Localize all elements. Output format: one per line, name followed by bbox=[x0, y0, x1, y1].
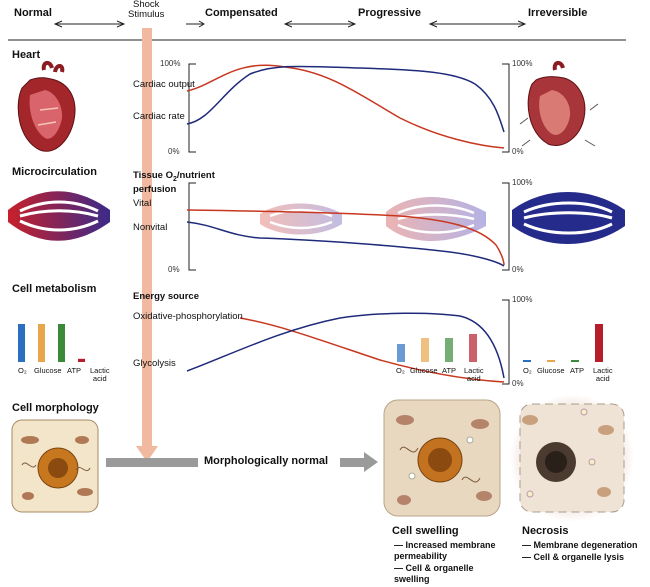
phase-compensated: Compensated bbox=[205, 7, 278, 19]
irreversible-atp-bar bbox=[571, 360, 579, 362]
necrosis-title: Necrosis bbox=[522, 525, 569, 537]
congested-microvasculature-illustration bbox=[512, 192, 625, 244]
swollen-cell-illustration bbox=[383, 399, 501, 517]
micro-scale-bottom-right: 0% bbox=[512, 265, 524, 274]
perfusion-subtitle-line2: perfusion bbox=[133, 184, 177, 195]
compensated-microvasculature-illustration bbox=[260, 203, 342, 235]
normal-cell-illustration bbox=[11, 419, 99, 513]
shock-stimulus-arrowhead bbox=[136, 446, 158, 462]
cardiac-output-label: Cardiac output bbox=[133, 79, 195, 90]
normal-microvasculature-illustration bbox=[8, 191, 110, 241]
oxidative-phosphorylation-curve bbox=[239, 317, 505, 383]
phase-arrows bbox=[53, 20, 527, 28]
nonvital-label: Nonvital bbox=[133, 222, 168, 233]
irreversible-lactic-acid-bar bbox=[595, 324, 603, 362]
cardiac-output-curve bbox=[186, 64, 505, 149]
glycolysis-label: Glycolysis bbox=[133, 358, 176, 369]
progressive-bar-label-o2: O₂ bbox=[396, 366, 405, 375]
progressive-bar-label-atp: ATP bbox=[442, 366, 457, 375]
progressive-glucose-bar bbox=[421, 338, 429, 362]
heart-section-title: Heart bbox=[12, 49, 41, 61]
necrosis-bullet-2: — Cell & organelle lysis bbox=[522, 552, 625, 562]
heart-scale-bottom-left: 0% bbox=[168, 147, 180, 156]
vital-perfusion-curve bbox=[186, 209, 505, 266]
progressive-microvasculature-illustration bbox=[386, 197, 486, 241]
shock-stimulus-label: Shock Stimulus bbox=[128, 0, 165, 21]
normal-lactic-acid-bar bbox=[78, 358, 85, 362]
necrosis-bullet-1: — Membrane degeneration bbox=[522, 540, 638, 550]
progressive-o2-bar bbox=[397, 344, 405, 362]
irreversible-bar-label-glucose: Glucose bbox=[537, 366, 565, 375]
normal-bar-label-glucose: Glucose bbox=[34, 366, 62, 375]
progressive-metabolite-bars bbox=[397, 334, 477, 362]
heart-scale-top-right: 100% bbox=[512, 59, 533, 68]
perfusion-subtitle: Tissue O2/nutrient bbox=[133, 171, 215, 183]
irreversible-glucose-bar bbox=[547, 360, 555, 362]
metabolism-scale-bottom-right: 0% bbox=[512, 379, 524, 388]
energy-source-subtitle: Energy source bbox=[133, 291, 199, 302]
progressive-lactic-acid-bar bbox=[469, 334, 477, 362]
microcirculation-section-title: Microcirculation bbox=[12, 166, 97, 178]
cell-swelling-bullet-1: — Increased membrane permeability bbox=[394, 540, 496, 562]
vital-label: Vital bbox=[133, 198, 152, 209]
normal-heart-illustration bbox=[17, 61, 76, 152]
micro-scale-bottom-left: 0% bbox=[168, 265, 180, 274]
morphology-arrow-shaft-left bbox=[106, 458, 198, 467]
normal-bar-label-atp: ATP bbox=[67, 366, 82, 375]
morphologically-normal-label: Morphologically normal bbox=[204, 455, 329, 467]
morphology-section-title: Cell morphology bbox=[12, 402, 99, 414]
perfusion-subtitle-part2: /nutrient bbox=[176, 170, 215, 181]
phase-irreversible: Irreversible bbox=[528, 7, 588, 19]
metabolism-scale-top-right: 100% bbox=[512, 295, 533, 304]
cell-swelling-bullet-2: — Cell & organelle swelling bbox=[394, 563, 474, 585]
normal-bar-label-lactic: Lactic acid bbox=[90, 366, 110, 384]
irreversible-metabolite-bars bbox=[523, 324, 603, 362]
perfusion-subtitle-part1: Tissue O bbox=[133, 170, 173, 181]
heart-chart-axis bbox=[188, 63, 510, 153]
heart-scale-top-left: 100% bbox=[160, 59, 181, 68]
progressive-atp-bar bbox=[445, 338, 453, 362]
heart-scale-bottom-right: 0% bbox=[512, 147, 524, 156]
oxidative-phosphorylation-label: Oxidative-phosphorylation bbox=[133, 311, 243, 322]
metabolism-section-title: Cell metabolism bbox=[12, 283, 97, 295]
progressive-bar-label-lactic: Lactic acid bbox=[464, 366, 484, 384]
normal-glucose-bar bbox=[38, 324, 45, 362]
normal-atp-bar bbox=[58, 324, 65, 362]
micro-scale-top-right: 100% bbox=[512, 178, 533, 187]
irreversible-bar-label-lactic: Lactic acid bbox=[593, 366, 613, 384]
cardiac-rate-label: Cardiac rate bbox=[133, 111, 185, 122]
phase-progressive: Progressive bbox=[358, 7, 421, 19]
normal-o2-bar bbox=[18, 324, 25, 362]
failing-heart-illustration bbox=[519, 61, 599, 147]
metabolism-chart-axis bbox=[502, 299, 510, 385]
normal-bar-label-o2: O₂ bbox=[18, 366, 27, 375]
micro-chart-axis bbox=[188, 182, 510, 271]
necrotic-cell-illustration bbox=[510, 394, 634, 522]
irreversible-o2-bar bbox=[523, 360, 531, 362]
morphology-arrow-head bbox=[364, 452, 378, 472]
irreversible-bar-label-atp: ATP bbox=[570, 366, 585, 375]
irreversible-bar-label-o2: O₂ bbox=[523, 366, 532, 375]
progressive-bar-label-glucose: Glucose bbox=[410, 366, 438, 375]
perfusion-subtitle-subscript: 2 bbox=[172, 175, 177, 183]
phase-normal: Normal bbox=[14, 7, 52, 19]
cardiac-rate-curve bbox=[186, 65, 505, 133]
cell-swelling-title: Cell swelling bbox=[392, 525, 459, 537]
nonvital-perfusion-curve bbox=[186, 221, 505, 267]
morphology-arrow-shaft-right bbox=[340, 458, 364, 467]
shock-stimulus-band bbox=[142, 28, 152, 446]
normal-metabolite-bars bbox=[18, 324, 85, 362]
glycolysis-curve bbox=[186, 312, 505, 379]
